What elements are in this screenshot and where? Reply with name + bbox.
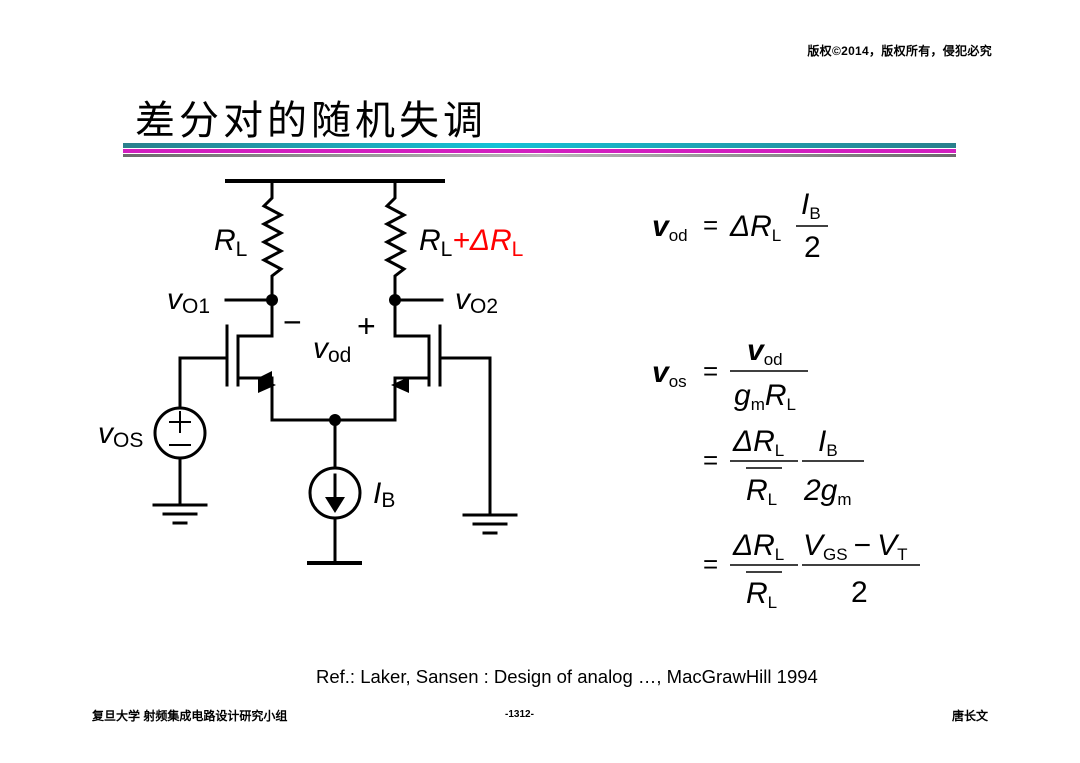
vos-label: vOS [98, 417, 143, 452]
right-nmos-source [393, 376, 431, 422]
plus-sign: + [357, 308, 376, 344]
right-load-resistor [383, 179, 408, 302]
footer-institution: 复旦大学 射频集成电路设计研究小组 [92, 709, 288, 723]
circuit-fills [258, 294, 409, 513]
svg-text:VGS−VT: VGS−VT [803, 529, 908, 564]
equation-4: = ΔRL RL VGS−VT 2 [703, 529, 920, 612]
svg-text:IB: IB [801, 188, 821, 223]
svg-text:vos: vos [652, 356, 687, 391]
svg-text:vod: vod [652, 210, 688, 245]
svg-text:IB: IB [818, 425, 838, 460]
svg-text:=: = [703, 549, 718, 579]
page-number: -1312- [505, 709, 534, 720]
svg-text:2: 2 [851, 576, 868, 609]
current-source-arrowhead [325, 497, 345, 513]
vo2-label: vO2 [455, 283, 498, 318]
node-vo1 [266, 294, 278, 306]
ib-label: IB [373, 477, 395, 512]
svg-text:ΔRL: ΔRL [732, 425, 784, 460]
right-source-arrowhead [391, 377, 409, 393]
left-source-arrowhead [258, 377, 276, 393]
vo1-label: vO1 [167, 283, 210, 318]
equation-2: vos = vod gmRL [652, 334, 808, 414]
svg-text:=: = [703, 356, 718, 386]
svg-text:=: = [703, 445, 718, 475]
right-drain-wire [393, 298, 431, 387]
left-nmos-source [236, 376, 274, 422]
title-underline-gray [123, 154, 956, 157]
title-underline-teal [123, 143, 956, 148]
svg-text:ΔRL: ΔRL [732, 529, 784, 564]
svg-text:vod: vod [747, 334, 783, 369]
equation-3: = ΔRL RL IB 2gm [703, 425, 864, 509]
title-underline-magenta [123, 149, 956, 153]
svg-text:gmRL: gmRL [734, 379, 796, 414]
rl-right-label: RL+ΔRL [419, 224, 523, 261]
left-load-resistor [260, 179, 285, 302]
left-drain-wire [236, 298, 274, 387]
node-tail [329, 414, 341, 426]
copyright-notice: 版权©2014，版权所有，侵犯必究 [807, 44, 992, 58]
rl-left-label: RL [214, 224, 247, 261]
minus-sign: − [283, 304, 302, 340]
vod-label: vod [313, 332, 351, 367]
footer-author: 唐长文 [951, 709, 988, 723]
reference-citation: Ref.: Laker, Sansen : Design of analog …… [316, 666, 818, 687]
left-source-arrow [258, 371, 272, 385]
svg-text:2: 2 [804, 231, 821, 264]
svg-text:RL: RL [746, 474, 777, 509]
equation-1: vod = ΔRL IB 2 [652, 188, 828, 264]
svg-text:RL: RL [746, 577, 777, 612]
svg-text:2gm: 2gm [803, 474, 852, 509]
slide-title: 差分对的随机失调 [135, 98, 487, 144]
left-gate-wire [178, 356, 229, 410]
svg-text:=: = [703, 210, 718, 240]
svg-text:ΔRL: ΔRL [729, 210, 781, 245]
node-vo2 [389, 294, 401, 306]
right-gate-wire [438, 356, 492, 517]
